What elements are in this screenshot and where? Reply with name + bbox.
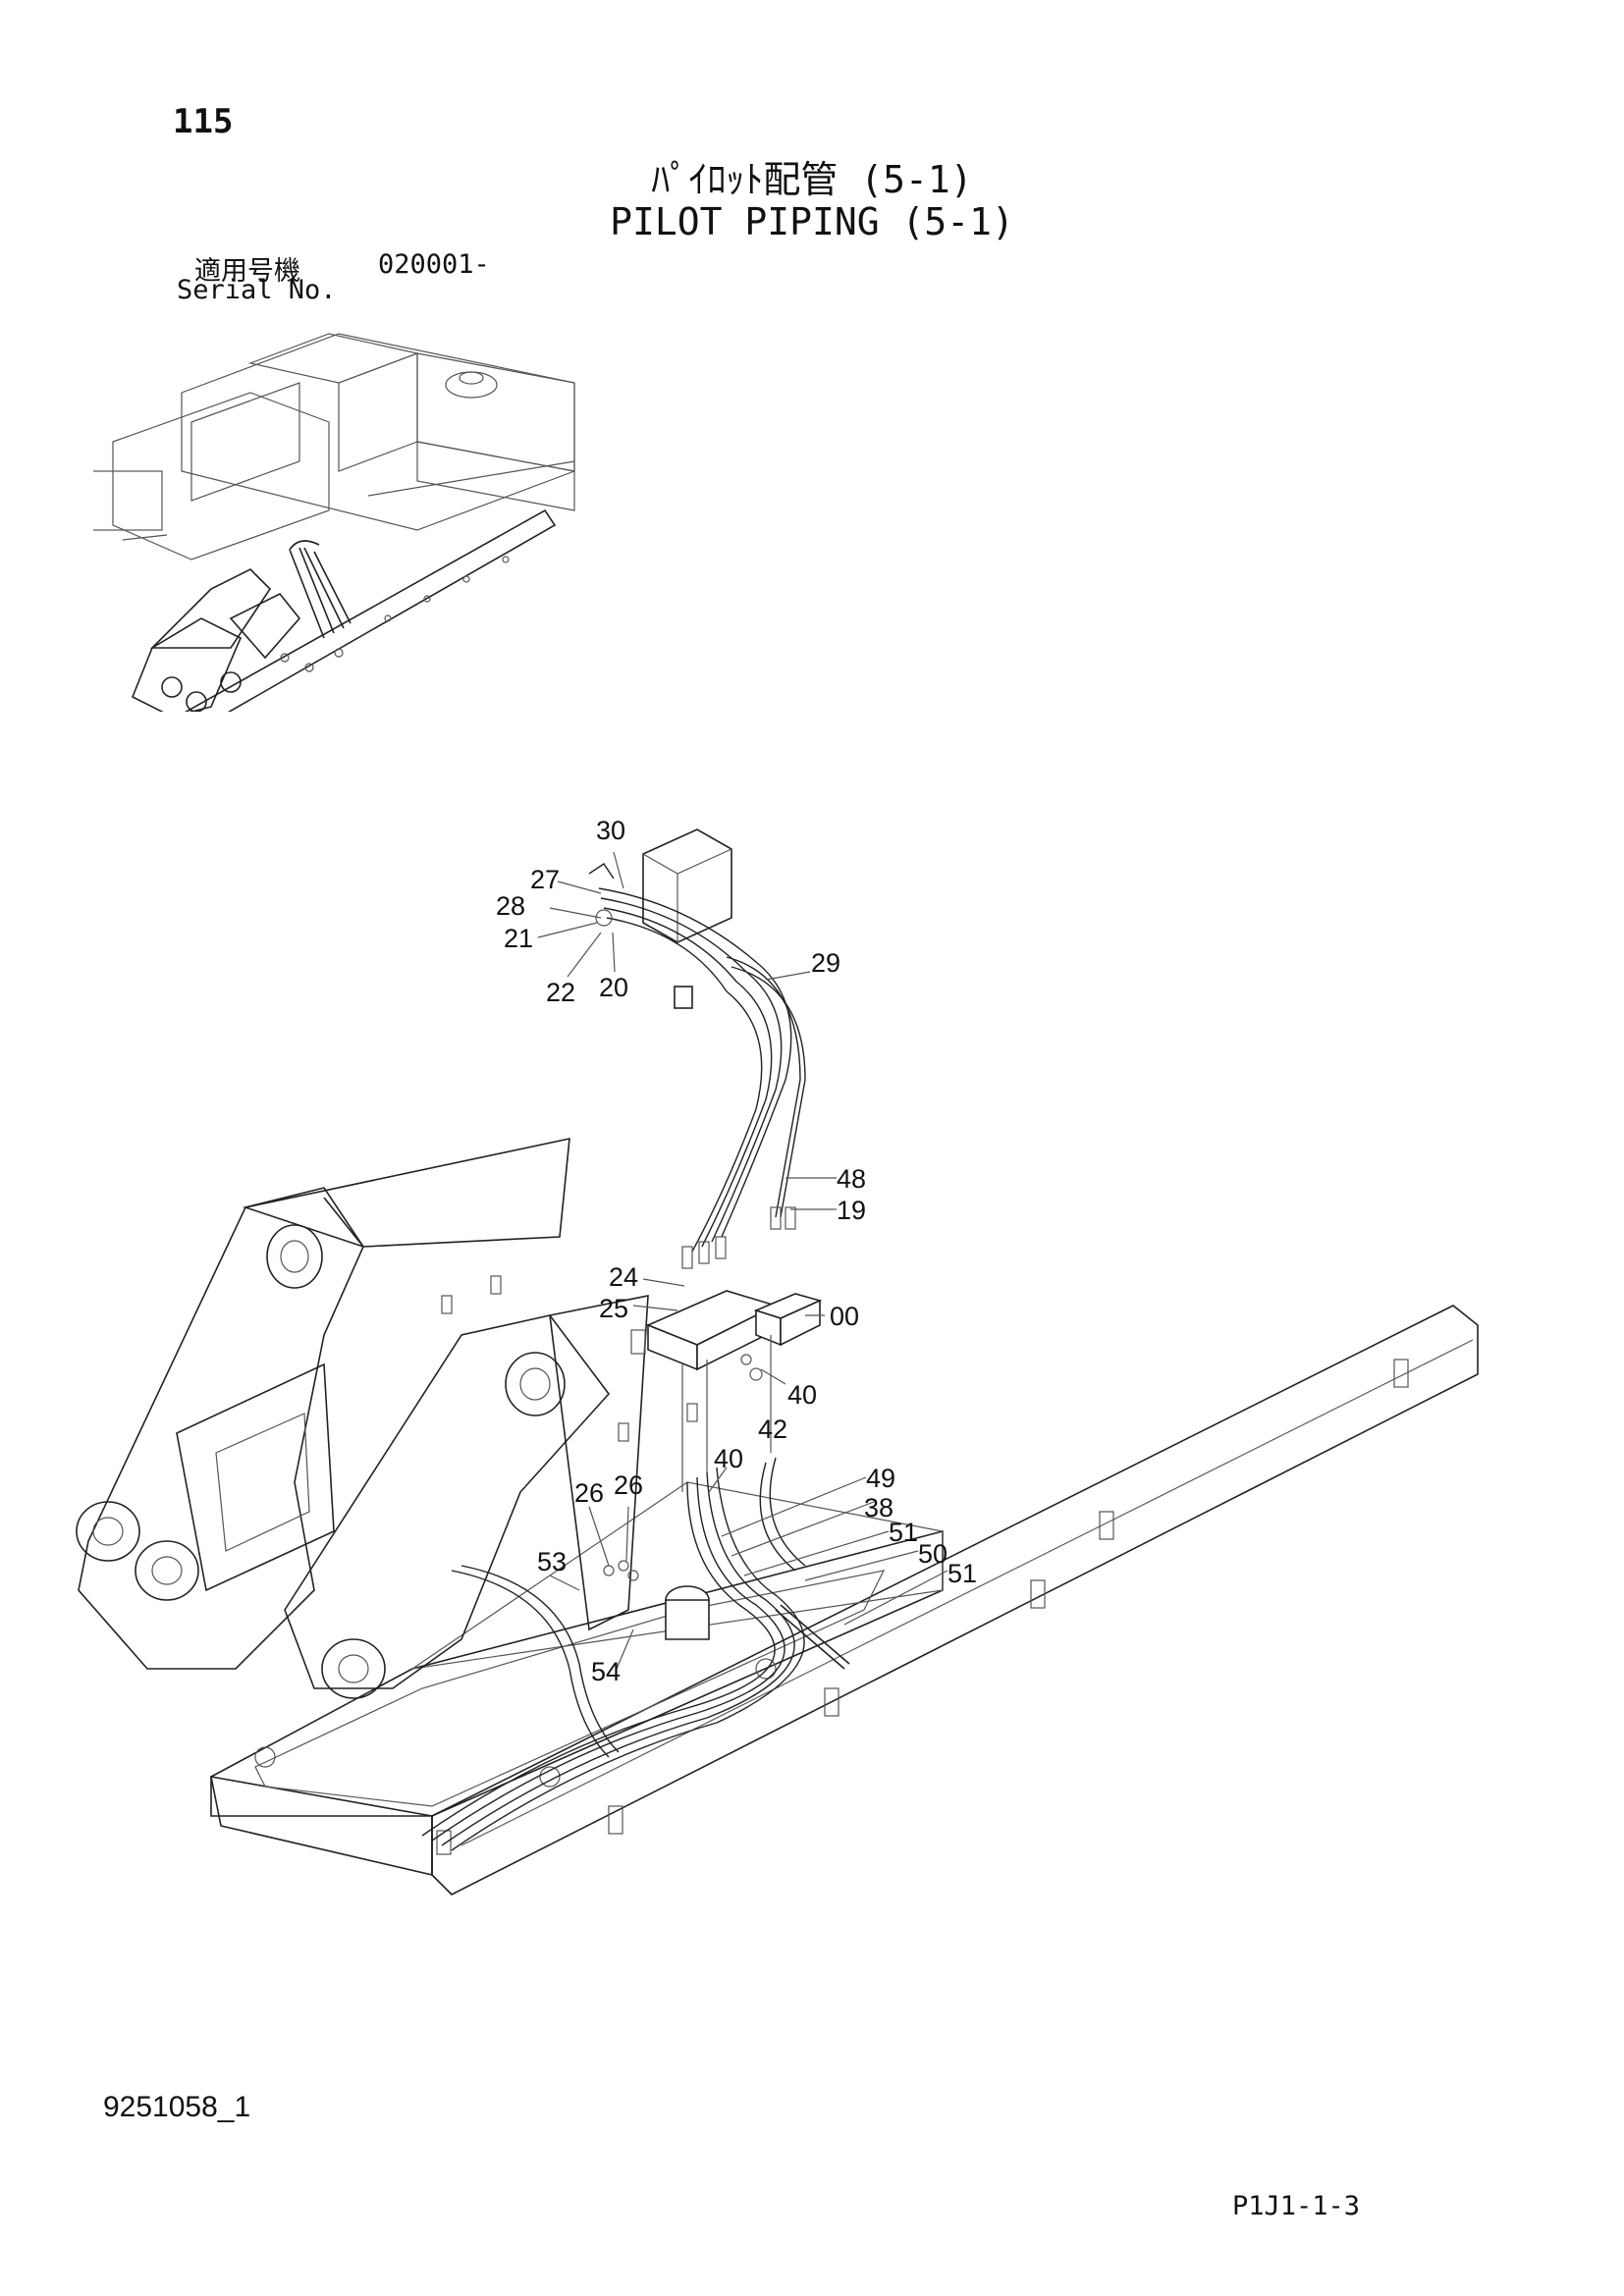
callout-22: 22 <box>546 978 575 1007</box>
callout-48: 48 <box>837 1164 866 1194</box>
callout-24: 24 <box>609 1262 638 1292</box>
serial-label-english: Serial No. <box>177 275 337 305</box>
page-title-japanese: ﾊﾟｲﾛｯﾄ配管 (5-1) <box>651 158 973 201</box>
swing-frame-drawing <box>76 1137 1479 1896</box>
page-title-english: PILOT PIPING (5-1) <box>610 200 1014 243</box>
callout-leaders <box>537 851 948 1670</box>
callout-40-lower: 40 <box>714 1444 743 1473</box>
drawing-number: 9251058_1 <box>103 2091 251 2123</box>
callout-51: 51 <box>889 1518 918 1547</box>
callout-51-second: 51 <box>947 1559 977 1588</box>
overview-frame <box>131 508 557 712</box>
callout-54: 54 <box>591 1657 621 1686</box>
page-number: 115 <box>173 102 234 141</box>
callout-25: 25 <box>599 1294 628 1323</box>
serial-label-japanese: 適用号機 <box>194 256 300 287</box>
serial-number-range: 020001- <box>378 249 490 280</box>
callout-27: 27 <box>530 865 560 894</box>
callout-20: 20 <box>599 973 628 1002</box>
callout-labels: 30 27 28 21 22 20 29 48 19 24 25 00 40 4… <box>496 816 977 1686</box>
callout-21: 21 <box>504 924 533 953</box>
callout-28: 28 <box>496 891 525 921</box>
callout-38: 38 <box>864 1493 893 1522</box>
callout-26: 26 <box>574 1478 604 1508</box>
callout-29: 29 <box>811 948 840 978</box>
callout-50: 50 <box>918 1539 947 1569</box>
pilot-valve-and-hoses <box>421 828 850 1851</box>
callout-40: 40 <box>787 1380 817 1410</box>
callout-42: 42 <box>758 1415 787 1444</box>
callout-30: 30 <box>596 816 625 845</box>
callout-00: 00 <box>830 1302 859 1331</box>
callout-49: 49 <box>866 1464 895 1493</box>
machine-overview-drawing <box>93 333 575 712</box>
overview-upper-structure <box>93 333 575 561</box>
callout-19: 19 <box>837 1196 866 1225</box>
callout-53: 53 <box>537 1547 567 1576</box>
page-code: P1J1-1-3 <box>1232 2191 1361 2221</box>
callout-26-second: 26 <box>614 1470 643 1500</box>
